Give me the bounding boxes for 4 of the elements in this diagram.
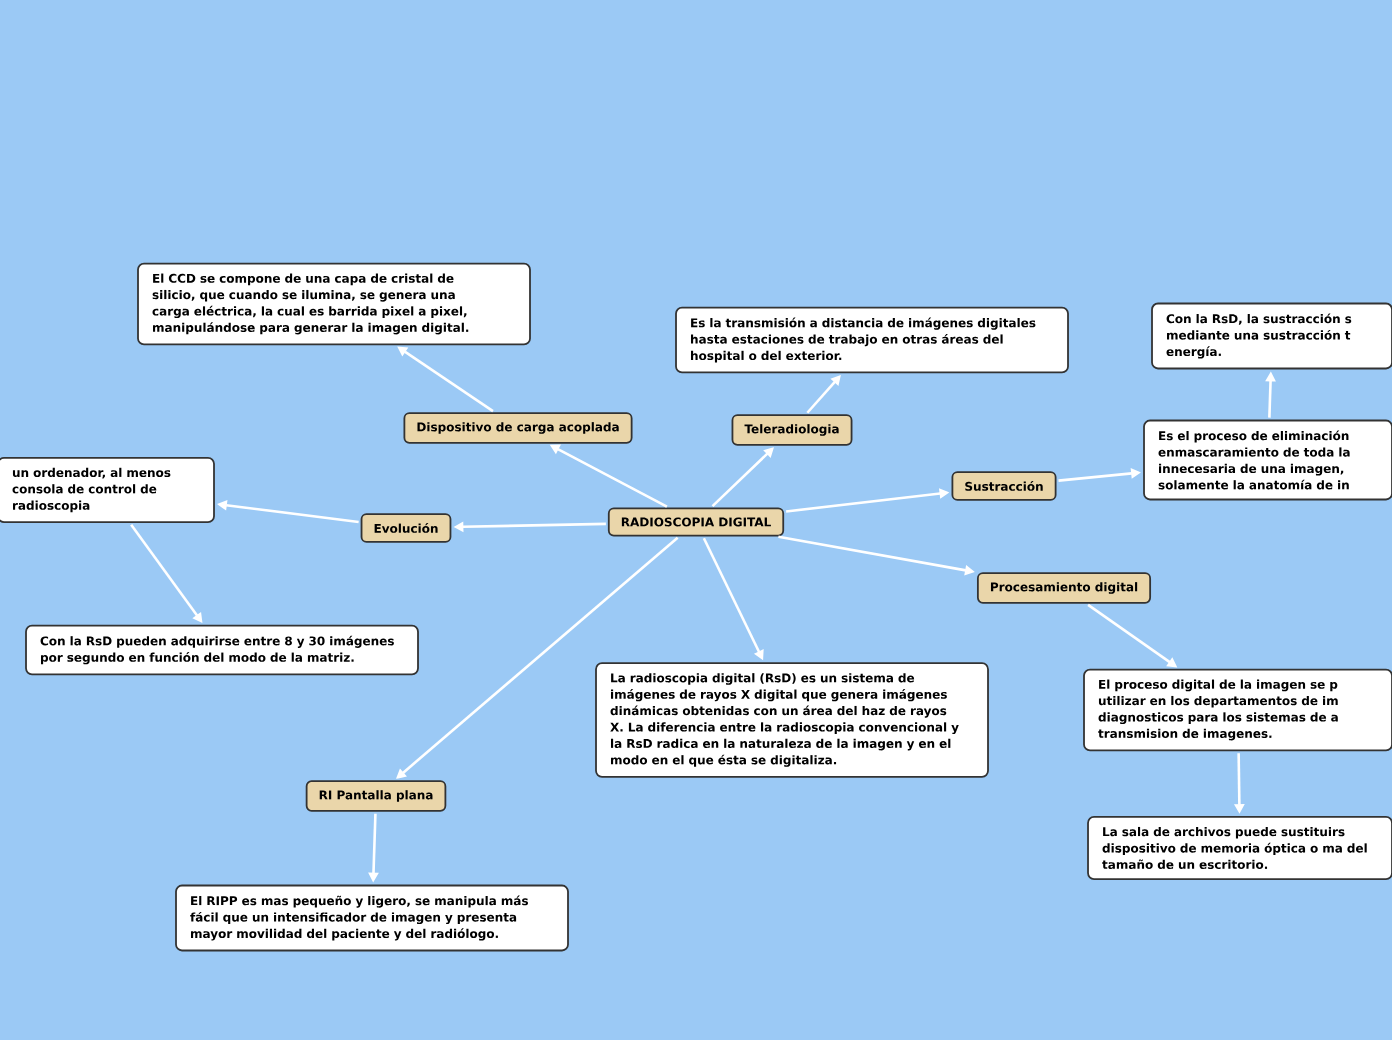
arrow xyxy=(806,375,841,414)
arrow xyxy=(711,447,774,508)
arrow xyxy=(130,523,203,623)
arrow xyxy=(396,536,679,779)
